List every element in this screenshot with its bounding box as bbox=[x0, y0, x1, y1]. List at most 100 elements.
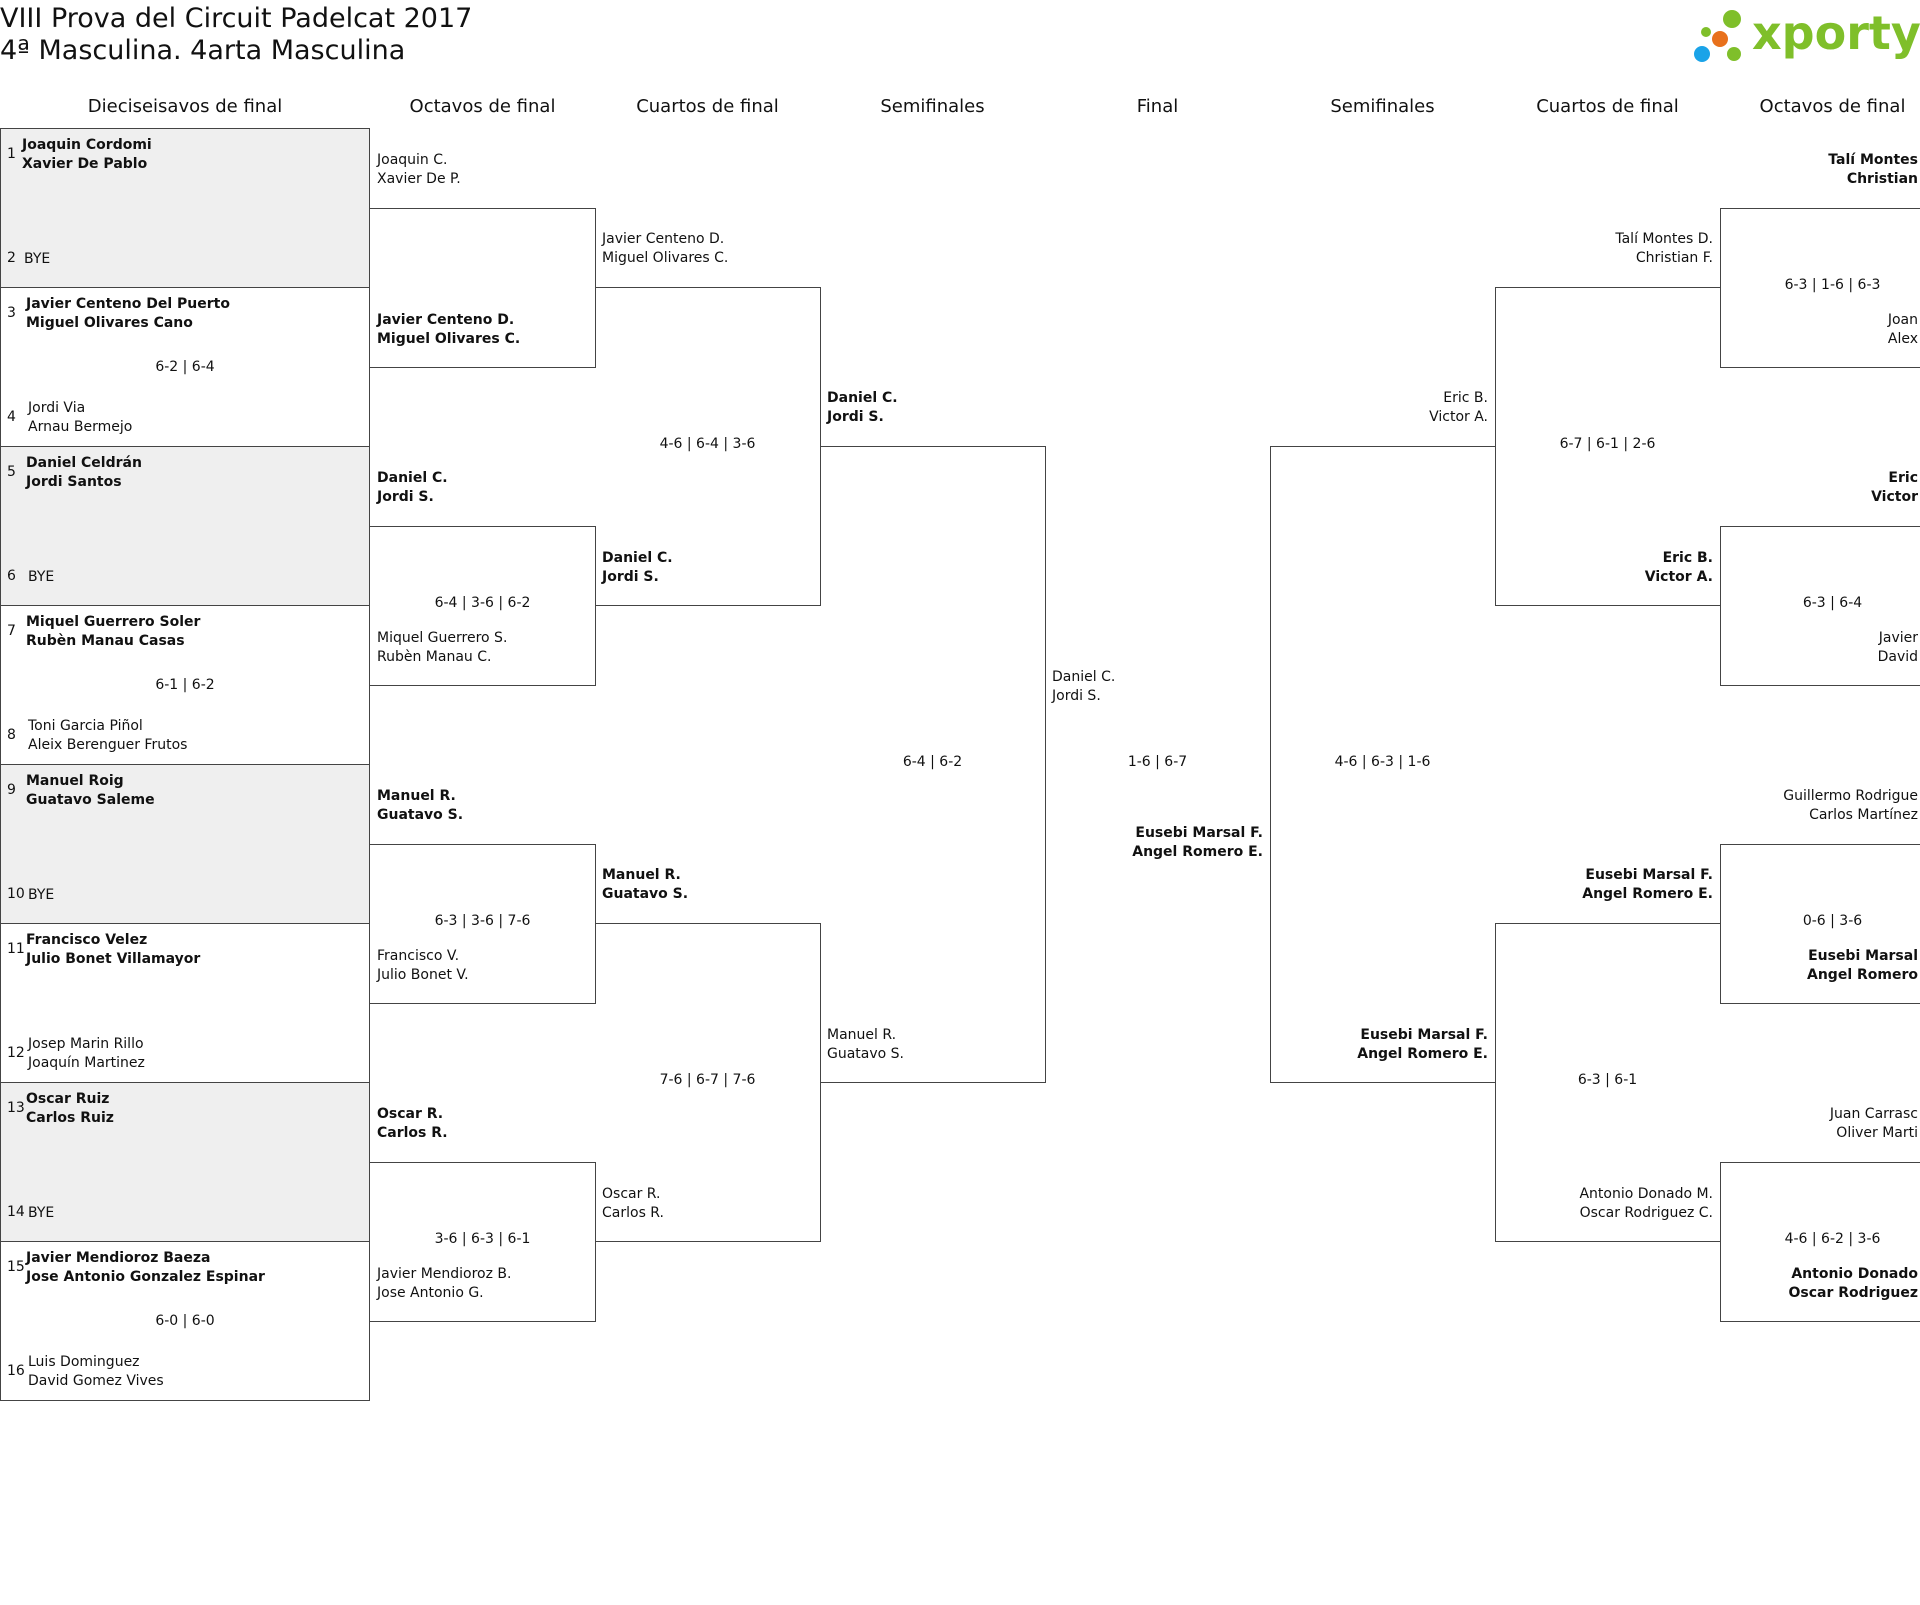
team-name[interactable]: Carlos Martínez bbox=[1809, 806, 1918, 823]
team-name[interactable]: Eusebi Marsal F. bbox=[1360, 1027, 1488, 1043]
match-bracket[interactable] bbox=[1720, 1161, 1920, 1322]
team-name[interactable]: Guatavo S. bbox=[602, 886, 689, 902]
team-name[interactable]: Manuel R. bbox=[827, 1027, 897, 1043]
team-name[interactable]: Miquel Guerrero S. bbox=[377, 629, 508, 646]
match-bracket[interactable] bbox=[1495, 923, 1721, 1242]
bye-label: BYE bbox=[24, 251, 51, 267]
team-name[interactable]: Guatavo S. bbox=[827, 1046, 905, 1062]
team-name[interactable]: Angel Romero E. bbox=[1582, 886, 1713, 902]
team-name[interactable]: Eric bbox=[1888, 469, 1918, 486]
player-name[interactable]: Manuel Roig bbox=[26, 773, 124, 789]
match-bracket[interactable] bbox=[1720, 525, 1920, 686]
player-name[interactable]: Arnau Bermejo bbox=[28, 419, 133, 435]
team-name[interactable]: Manuel R. bbox=[377, 787, 456, 804]
player-name[interactable]: Joaquin Cordomi bbox=[22, 137, 152, 153]
team-name[interactable]: Christian bbox=[1846, 170, 1918, 187]
team-name[interactable]: Antonio Donado M. bbox=[1579, 1186, 1713, 1202]
team-name[interactable]: Eusebi Marsal bbox=[1808, 947, 1918, 964]
player-name[interactable]: Luis Dominguez bbox=[28, 1354, 140, 1370]
team-name[interactable]: Eric B. bbox=[1662, 550, 1713, 566]
team-name[interactable]: Javier Mendioroz B. bbox=[377, 1265, 512, 1282]
match-cell[interactable] bbox=[0, 128, 370, 288]
team-name[interactable]: Guatavo S. bbox=[377, 806, 464, 823]
team-name[interactable]: Jordi S. bbox=[602, 569, 659, 585]
player-name[interactable]: Toni Garcia Piñol bbox=[28, 718, 143, 734]
team-name[interactable]: Eric B. bbox=[1443, 390, 1488, 406]
player-name[interactable]: Francisco Velez bbox=[26, 932, 148, 948]
team-name[interactable]: Oscar R. bbox=[377, 1105, 444, 1122]
player-name[interactable]: Miquel Guerrero Soler bbox=[26, 614, 201, 630]
player-name[interactable]: Miguel Olivares Cano bbox=[26, 315, 193, 331]
team-name[interactable]: David bbox=[1877, 648, 1918, 665]
team-name[interactable]: Christian F. bbox=[1635, 250, 1713, 266]
player-name[interactable]: Javier Centeno Del Puerto bbox=[26, 296, 230, 312]
team-name[interactable]: Eusebi Marsal F. bbox=[1135, 825, 1263, 841]
team-name[interactable]: Javier Centeno D. bbox=[602, 231, 725, 247]
team-name[interactable]: Angel Romero E. bbox=[1132, 844, 1263, 860]
player-name[interactable]: Oscar Ruiz bbox=[26, 1091, 110, 1107]
match-cell[interactable] bbox=[0, 446, 370, 606]
player-name[interactable]: Javier Mendioroz Baeza bbox=[26, 1250, 211, 1266]
team-name[interactable]: Victor A. bbox=[1429, 409, 1488, 425]
player-name[interactable]: Jordi Santos bbox=[26, 474, 122, 490]
team-name[interactable]: Alex bbox=[1887, 330, 1918, 347]
match-bracket[interactable] bbox=[1495, 287, 1721, 606]
player-name[interactable]: Julio Bonet Villamayor bbox=[26, 951, 201, 967]
team-name[interactable]: Rubèn Manau C. bbox=[377, 648, 492, 665]
team-name[interactable]: Jordi S. bbox=[827, 409, 884, 425]
team-name[interactable]: Javier bbox=[1878, 629, 1918, 646]
team-name[interactable]: Daniel C. bbox=[377, 469, 448, 486]
team-name[interactable]: Talí Montes bbox=[1828, 151, 1918, 168]
team-name[interactable]: Talí Montes D. bbox=[1615, 231, 1713, 247]
player-name[interactable]: Jordi Via bbox=[28, 400, 86, 416]
team-name[interactable]: Xavier De P. bbox=[377, 170, 461, 187]
team-name[interactable]: Carlos R. bbox=[602, 1205, 664, 1221]
player-name[interactable]: David Gomez Vives bbox=[28, 1373, 164, 1389]
team-name[interactable]: Oliver Marti bbox=[1836, 1124, 1918, 1141]
match-cell[interactable] bbox=[0, 764, 370, 924]
team-name[interactable]: Victor A. bbox=[1644, 569, 1713, 585]
player-name[interactable]: Xavier De Pablo bbox=[22, 156, 148, 172]
match-bracket[interactable] bbox=[820, 446, 1046, 1083]
team-name[interactable]: Jose Antonio G. bbox=[377, 1284, 484, 1301]
team-name[interactable]: Manuel R. bbox=[602, 867, 681, 883]
team-name[interactable]: Eusebi Marsal F. bbox=[1585, 867, 1713, 883]
team-name[interactable]: Julio Bonet V. bbox=[377, 966, 469, 983]
player-name[interactable]: Joaquín Martinez bbox=[28, 1055, 145, 1071]
player-name[interactable]: Guatavo Saleme bbox=[26, 792, 155, 808]
team-name[interactable]: Angel Romero E. bbox=[1357, 1046, 1488, 1062]
player-name[interactable]: Rubèn Manau Casas bbox=[26, 633, 185, 649]
team-name[interactable]: Joan bbox=[1887, 311, 1918, 328]
team-name[interactable]: Victor bbox=[1871, 488, 1918, 505]
team-name[interactable]: Guillermo Rodrigue bbox=[1783, 787, 1918, 804]
team-name[interactable]: Angel Romero bbox=[1807, 966, 1918, 983]
player-name[interactable]: Aleix Berenguer Frutos bbox=[28, 737, 188, 753]
team-name[interactable]: Carlos R. bbox=[377, 1124, 448, 1141]
team-name[interactable]: Oscar Rodriguez bbox=[1788, 1284, 1918, 1301]
seed-number: 3 bbox=[7, 305, 16, 321]
player-name[interactable]: Daniel Celdrán bbox=[26, 455, 142, 471]
match-bracket[interactable] bbox=[1720, 207, 1920, 368]
team-name[interactable]: Oscar Rodriguez C. bbox=[1579, 1205, 1713, 1221]
team-name[interactable]: Antonio Donado bbox=[1791, 1265, 1918, 1282]
team-name[interactable]: Daniel C. bbox=[827, 390, 898, 406]
team-name[interactable]: Jordi S. bbox=[377, 488, 434, 505]
player-name[interactable]: Jose Antonio Gonzalez Espinar bbox=[26, 1269, 265, 1285]
match-cell[interactable] bbox=[0, 1241, 370, 1401]
team-name[interactable]: Jordi S. bbox=[1052, 688, 1101, 704]
player-name[interactable]: Carlos Ruiz bbox=[26, 1110, 114, 1126]
player-name[interactable]: Josep Marin Rillo bbox=[28, 1036, 144, 1052]
team-name[interactable]: Joaquin C. bbox=[377, 151, 448, 168]
match-cell[interactable] bbox=[0, 1082, 370, 1242]
match-bracket[interactable] bbox=[1720, 843, 1920, 1004]
team-name[interactable]: Javier Centeno D. bbox=[377, 311, 515, 328]
team-name[interactable]: Daniel C. bbox=[602, 550, 673, 566]
team-name[interactable]: Juan Carrasc bbox=[1829, 1105, 1918, 1122]
team-name[interactable]: Miguel Olivares C. bbox=[377, 330, 521, 347]
team-name[interactable]: Daniel C. bbox=[1052, 669, 1116, 685]
match-bracket[interactable] bbox=[1270, 446, 1496, 1083]
team-name[interactable]: Oscar R. bbox=[602, 1186, 661, 1202]
match-score: 6-2 | 6-4 bbox=[155, 359, 215, 375]
team-name[interactable]: Miguel Olivares C. bbox=[602, 250, 729, 266]
team-name[interactable]: Francisco V. bbox=[377, 947, 460, 964]
